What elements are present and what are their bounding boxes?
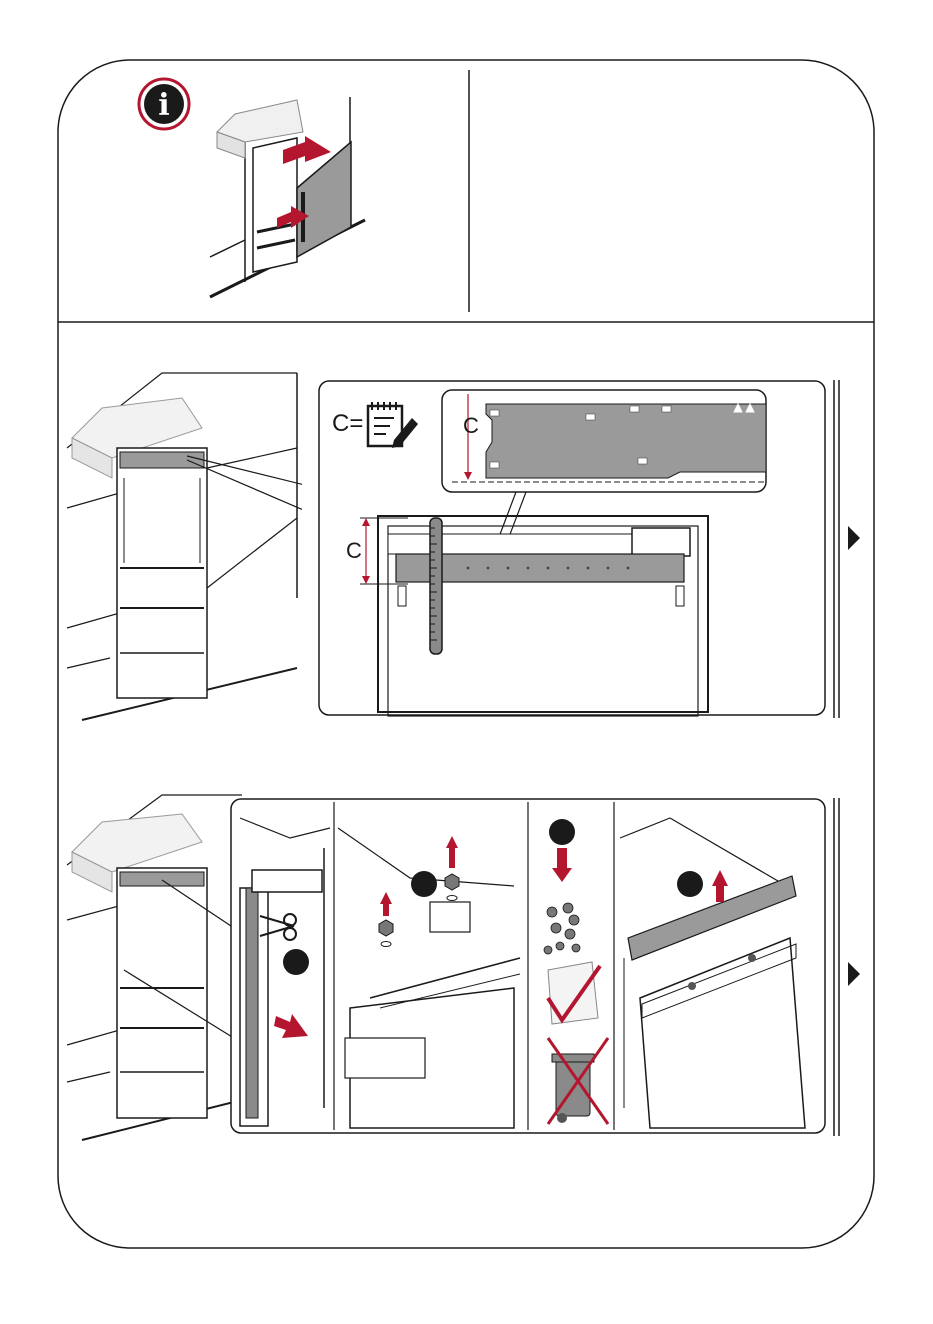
steps-panel	[230, 798, 828, 1136]
c-detail-label: C	[463, 413, 479, 439]
ruler-icon	[430, 518, 442, 654]
washer-icon	[447, 896, 457, 901]
nut-icon	[379, 920, 393, 936]
play-right-icon[interactable]	[846, 524, 862, 552]
c-front-label: C	[346, 538, 362, 564]
play-right-icon[interactable]	[846, 960, 862, 988]
door-install-illustration	[205, 92, 370, 307]
bag-icon	[548, 962, 598, 1024]
nut-icon	[445, 874, 459, 890]
info-icon: i	[134, 76, 194, 132]
measure-detail-panel	[318, 380, 828, 718]
washer-icon	[381, 942, 391, 947]
cabinet-overview-1	[62, 368, 302, 728]
info-glyph: i	[158, 88, 169, 123]
c-equals-label: C=	[332, 410, 363, 438]
cabinet-overview-2	[62, 790, 242, 1150]
